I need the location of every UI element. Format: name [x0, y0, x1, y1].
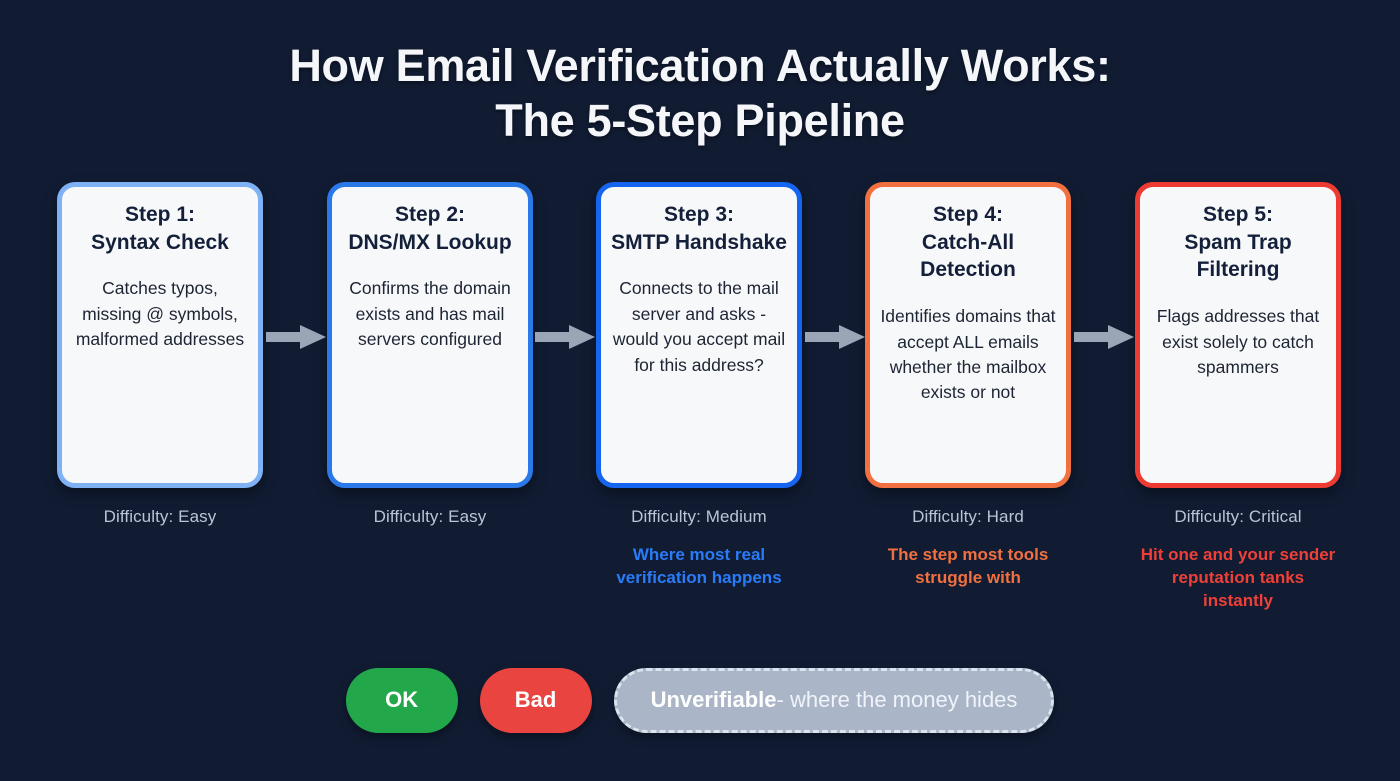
- legend-pill-bad[interactable]: Bad: [479, 667, 592, 733]
- legend-pill-unverifiable-description: - where the money hides: [776, 687, 1018, 712]
- step-card-2[interactable]: Step 2: DNS/MX Lookup Confirms the domai…: [327, 182, 533, 488]
- pipeline-row: Step 1: Syntax Check Catches typos, miss…: [0, 182, 1400, 622]
- step-note-3: Where most real verification happens: [616, 545, 782, 588]
- legend-pill-ok-label: OK: [385, 687, 419, 712]
- step-card-body-2: Confirms the domain exists and has mail …: [349, 278, 511, 350]
- legend-pill-ok[interactable]: OK: [345, 667, 458, 733]
- step-card-title-4: Step 4: Catch-All Detection: [920, 203, 1016, 282]
- pipeline-step-2: Step 2: DNS/MX Lookup Confirms the domai…: [327, 182, 533, 527]
- step-card-1[interactable]: Step 1: Syntax Check Catches typos, miss…: [57, 182, 263, 488]
- step-difficulty-4: Difficulty: Hard: [912, 507, 1024, 526]
- legend: OK Bad Unverifiable - where the money hi…: [0, 665, 1400, 735]
- step-card-4[interactable]: Step 4: Catch-All Detection Identifies d…: [865, 182, 1071, 488]
- step-card-title-5: Step 5: Spam Trap Filtering: [1184, 203, 1292, 282]
- step-card-title-2: Step 2: DNS/MX Lookup: [348, 203, 512, 254]
- legend-pill-unverifiable[interactable]: Unverifiable - where the money hides: [613, 667, 1055, 733]
- step-difficulty-3: Difficulty: Medium: [631, 507, 767, 526]
- step-difficulty-2: Difficulty: Easy: [373, 507, 487, 526]
- step-card-body-4: Identifies domains that accept ALL email…: [880, 306, 1056, 403]
- legend-pill-unverifiable-label: Unverifiable: [650, 687, 777, 712]
- step-note-5: Hit one and your sender reputation tanks…: [1140, 545, 1336, 611]
- step-card-title-1: Step 1: Syntax Check: [91, 203, 229, 254]
- step-card-body-3: Connects to the mail server and asks - w…: [612, 278, 786, 375]
- arrow-right-icon: [805, 324, 865, 350]
- page-title: How Email Verification Actually Works: T…: [0, 38, 1400, 149]
- step-card-3[interactable]: Step 3: SMTP Handshake Connects to the m…: [596, 182, 802, 488]
- step-difficulty-5: Difficulty: Critical: [1174, 507, 1302, 526]
- pipeline-step-5: Step 5: Spam Trap Filtering Flags addres…: [1135, 182, 1341, 612]
- step-card-body-1: Catches typos, missing @ symbols, malfor…: [75, 278, 245, 350]
- step-card-5[interactable]: Step 5: Spam Trap Filtering Flags addres…: [1135, 182, 1341, 488]
- page-title-line-2: The 5-Step Pipeline: [495, 95, 905, 147]
- step-note-4: The step most tools struggle with: [887, 545, 1049, 588]
- arrow-right-icon: [535, 324, 595, 350]
- step-card-title-3: Step 3: SMTP Handshake: [611, 203, 787, 254]
- step-difficulty-1: Difficulty: Easy: [103, 507, 217, 526]
- pipeline-step-1: Step 1: Syntax Check Catches typos, miss…: [57, 182, 263, 527]
- arrow-right-icon: [266, 324, 326, 350]
- page-title-line-1: How Email Verification Actually Works:: [289, 40, 1111, 91]
- step-card-body-5: Flags addresses that exist solely to cat…: [1156, 306, 1320, 377]
- arrow-right-icon: [1074, 324, 1134, 350]
- pipeline-step-4: Step 4: Catch-All Detection Identifies d…: [865, 182, 1071, 589]
- legend-pill-bad-label: Bad: [514, 687, 557, 712]
- pipeline-step-3: Step 3: SMTP Handshake Connects to the m…: [596, 182, 802, 589]
